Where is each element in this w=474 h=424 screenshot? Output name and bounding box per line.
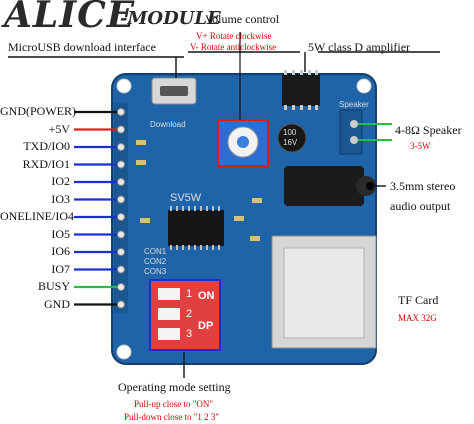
mount-hole: [116, 344, 132, 360]
mode-pullup-note: Pull-up close to "ON": [134, 399, 214, 409]
pin-label: IO5: [51, 226, 70, 241]
pin-label: IO7: [51, 261, 70, 276]
speaker-power-note: 3-5W: [410, 141, 431, 151]
mount-hole: [356, 78, 372, 94]
mount-hole: [116, 78, 132, 94]
pin-hole: [117, 283, 125, 291]
board-speaker-mark: Speaker: [339, 100, 369, 109]
dip-on-mark: ON: [198, 290, 215, 302]
board-model: SV5W: [170, 192, 202, 204]
pin-hole: [117, 108, 125, 116]
dip-1-mark: 1: [186, 288, 193, 300]
pin-hole: [117, 265, 125, 274]
pin-hole: [117, 160, 125, 169]
pin-hole: [117, 213, 125, 221]
board-download-mark: Download: [150, 120, 186, 129]
pin-hole: [117, 143, 125, 151]
pin-label: GND: [44, 296, 70, 311]
brand-logo: ALICE: [4, 0, 136, 36]
con3-mark: CON3: [144, 267, 167, 276]
capacitor-voltage: 16V: [283, 138, 298, 147]
tf-card-max-note: MAX 32G: [398, 313, 437, 323]
speaker-callout: 4-8Ω Speaker: [395, 123, 462, 137]
mode-pulldown-note: Pull-down close to "1 2 3": [124, 412, 220, 422]
tf-card-callout: TF Card: [398, 293, 439, 307]
pin-hole: [117, 300, 125, 309]
pin-label: ONELINE/IO4: [0, 209, 74, 223]
capacitor: [277, 123, 307, 153]
pin-lines: [74, 108, 125, 309]
main-chip: [168, 210, 224, 246]
con2-mark: CON2: [144, 257, 167, 266]
mode-callout: Operating mode setting: [118, 380, 231, 394]
pin-label: GND(POWER): [0, 104, 76, 118]
pin-label: IO6: [51, 244, 70, 258]
pin-label: IO3: [51, 191, 70, 206]
pin-hole: [117, 178, 125, 186]
stereo-callout-1: 3.5mm stereo: [390, 179, 456, 193]
pin-header: [114, 103, 128, 313]
pin-label: +5V: [48, 121, 70, 136]
speaker-terminal: [339, 109, 363, 155]
pin-label: RXD/IO1: [22, 156, 70, 171]
pin-hole: [117, 248, 125, 256]
pin-label: BUSY: [37, 279, 70, 293]
pin-hole: [117, 125, 125, 134]
pin-hole: [117, 195, 125, 204]
dip-3-mark: 3: [186, 328, 193, 340]
amplifier-callout: 5W class D amplifier: [308, 40, 411, 54]
stereo-callout-2: audio output: [390, 199, 451, 213]
volume-up-note: V+ Rotate clockwise: [196, 31, 272, 41]
dip-dp-mark: DP: [198, 320, 214, 332]
capacitor-value: 100: [283, 128, 297, 137]
volume-down-note: V- Rotate anticlockwise: [190, 42, 277, 52]
brand-logo-sub: -MODULE: [120, 8, 221, 29]
volume-callout: Volume control: [205, 12, 280, 26]
pin-hole: [117, 230, 125, 239]
pin-label: IO2: [51, 174, 70, 188]
dip-2-mark: 2: [186, 308, 193, 320]
amplifier-chip: [282, 74, 320, 106]
con1-mark: CON1: [144, 247, 167, 256]
audio-jack: [284, 166, 364, 206]
pin-label: TXD/IO0: [23, 139, 70, 153]
usb-callout: MicroUSB download interface: [8, 40, 156, 54]
